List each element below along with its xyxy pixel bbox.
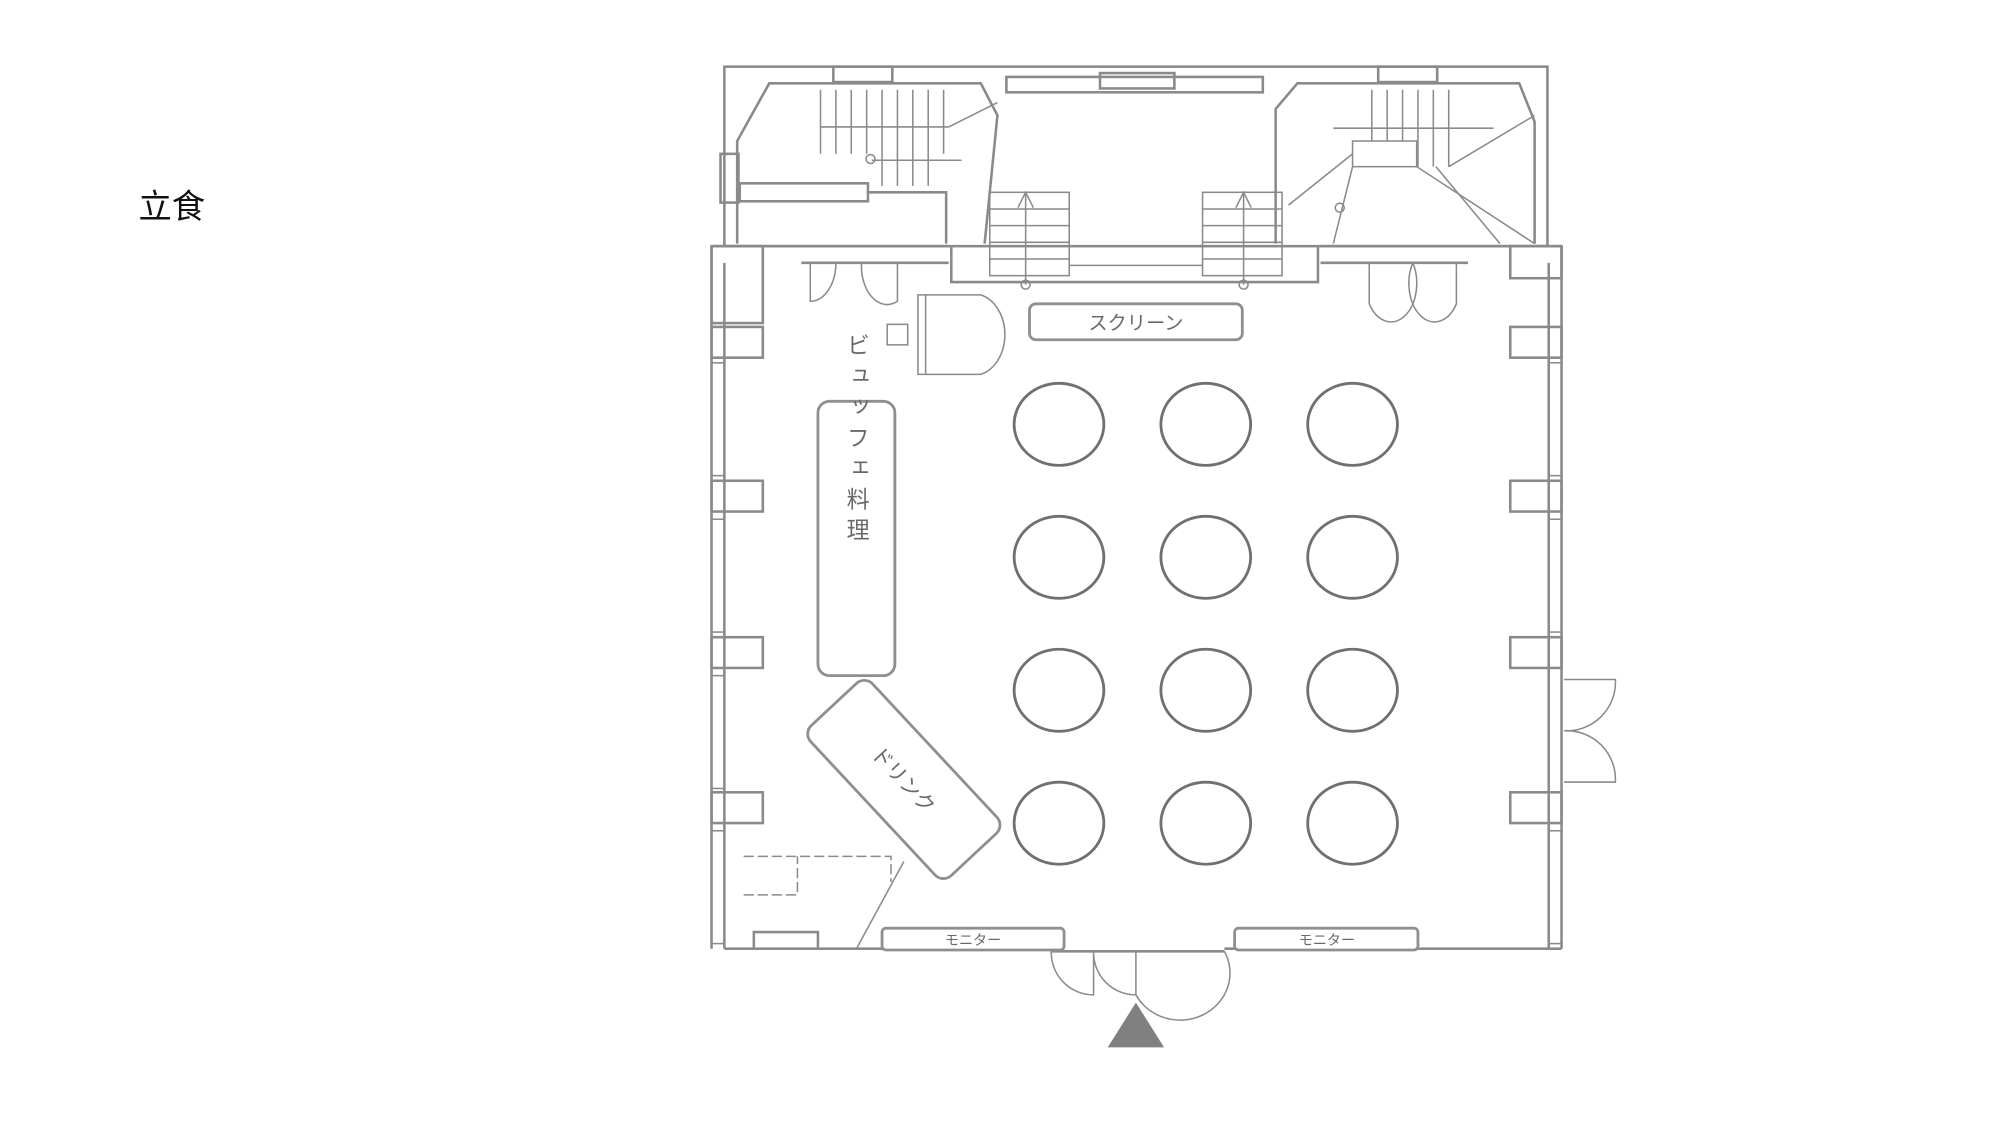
monitor-left: モニター (880, 926, 1066, 952)
round-tables (1012, 381, 1399, 866)
monitor-right: モニター (1233, 926, 1420, 952)
round-table (1159, 381, 1253, 467)
round-table (1306, 647, 1399, 733)
round-table (1159, 780, 1253, 866)
buffet-label: ビュッフェ料理 (842, 333, 870, 548)
round-table (1159, 647, 1253, 733)
round-table (1306, 381, 1399, 467)
drink-table: ドリンク (806, 678, 1002, 880)
round-table (1012, 780, 1106, 866)
screen-label: スクリーン (1088, 311, 1183, 334)
round-table (1306, 514, 1399, 600)
hall-walls (710, 244, 1617, 1021)
round-table (1012, 381, 1106, 467)
layout-title: 立食 (138, 187, 205, 226)
entrance-arrow-icon (1107, 1002, 1165, 1048)
buffet-table: ビュッフェ料理 (816, 333, 897, 678)
round-table (1306, 780, 1399, 866)
monitor-left-label: モニター (945, 933, 1001, 949)
screen: スクリーン (1028, 302, 1244, 342)
round-table (1012, 647, 1106, 733)
round-table (1012, 514, 1106, 600)
monitor-right-label: モニター (1299, 933, 1355, 949)
piano (886, 294, 1006, 376)
round-table (1159, 514, 1253, 600)
upper-structure (719, 65, 1549, 290)
